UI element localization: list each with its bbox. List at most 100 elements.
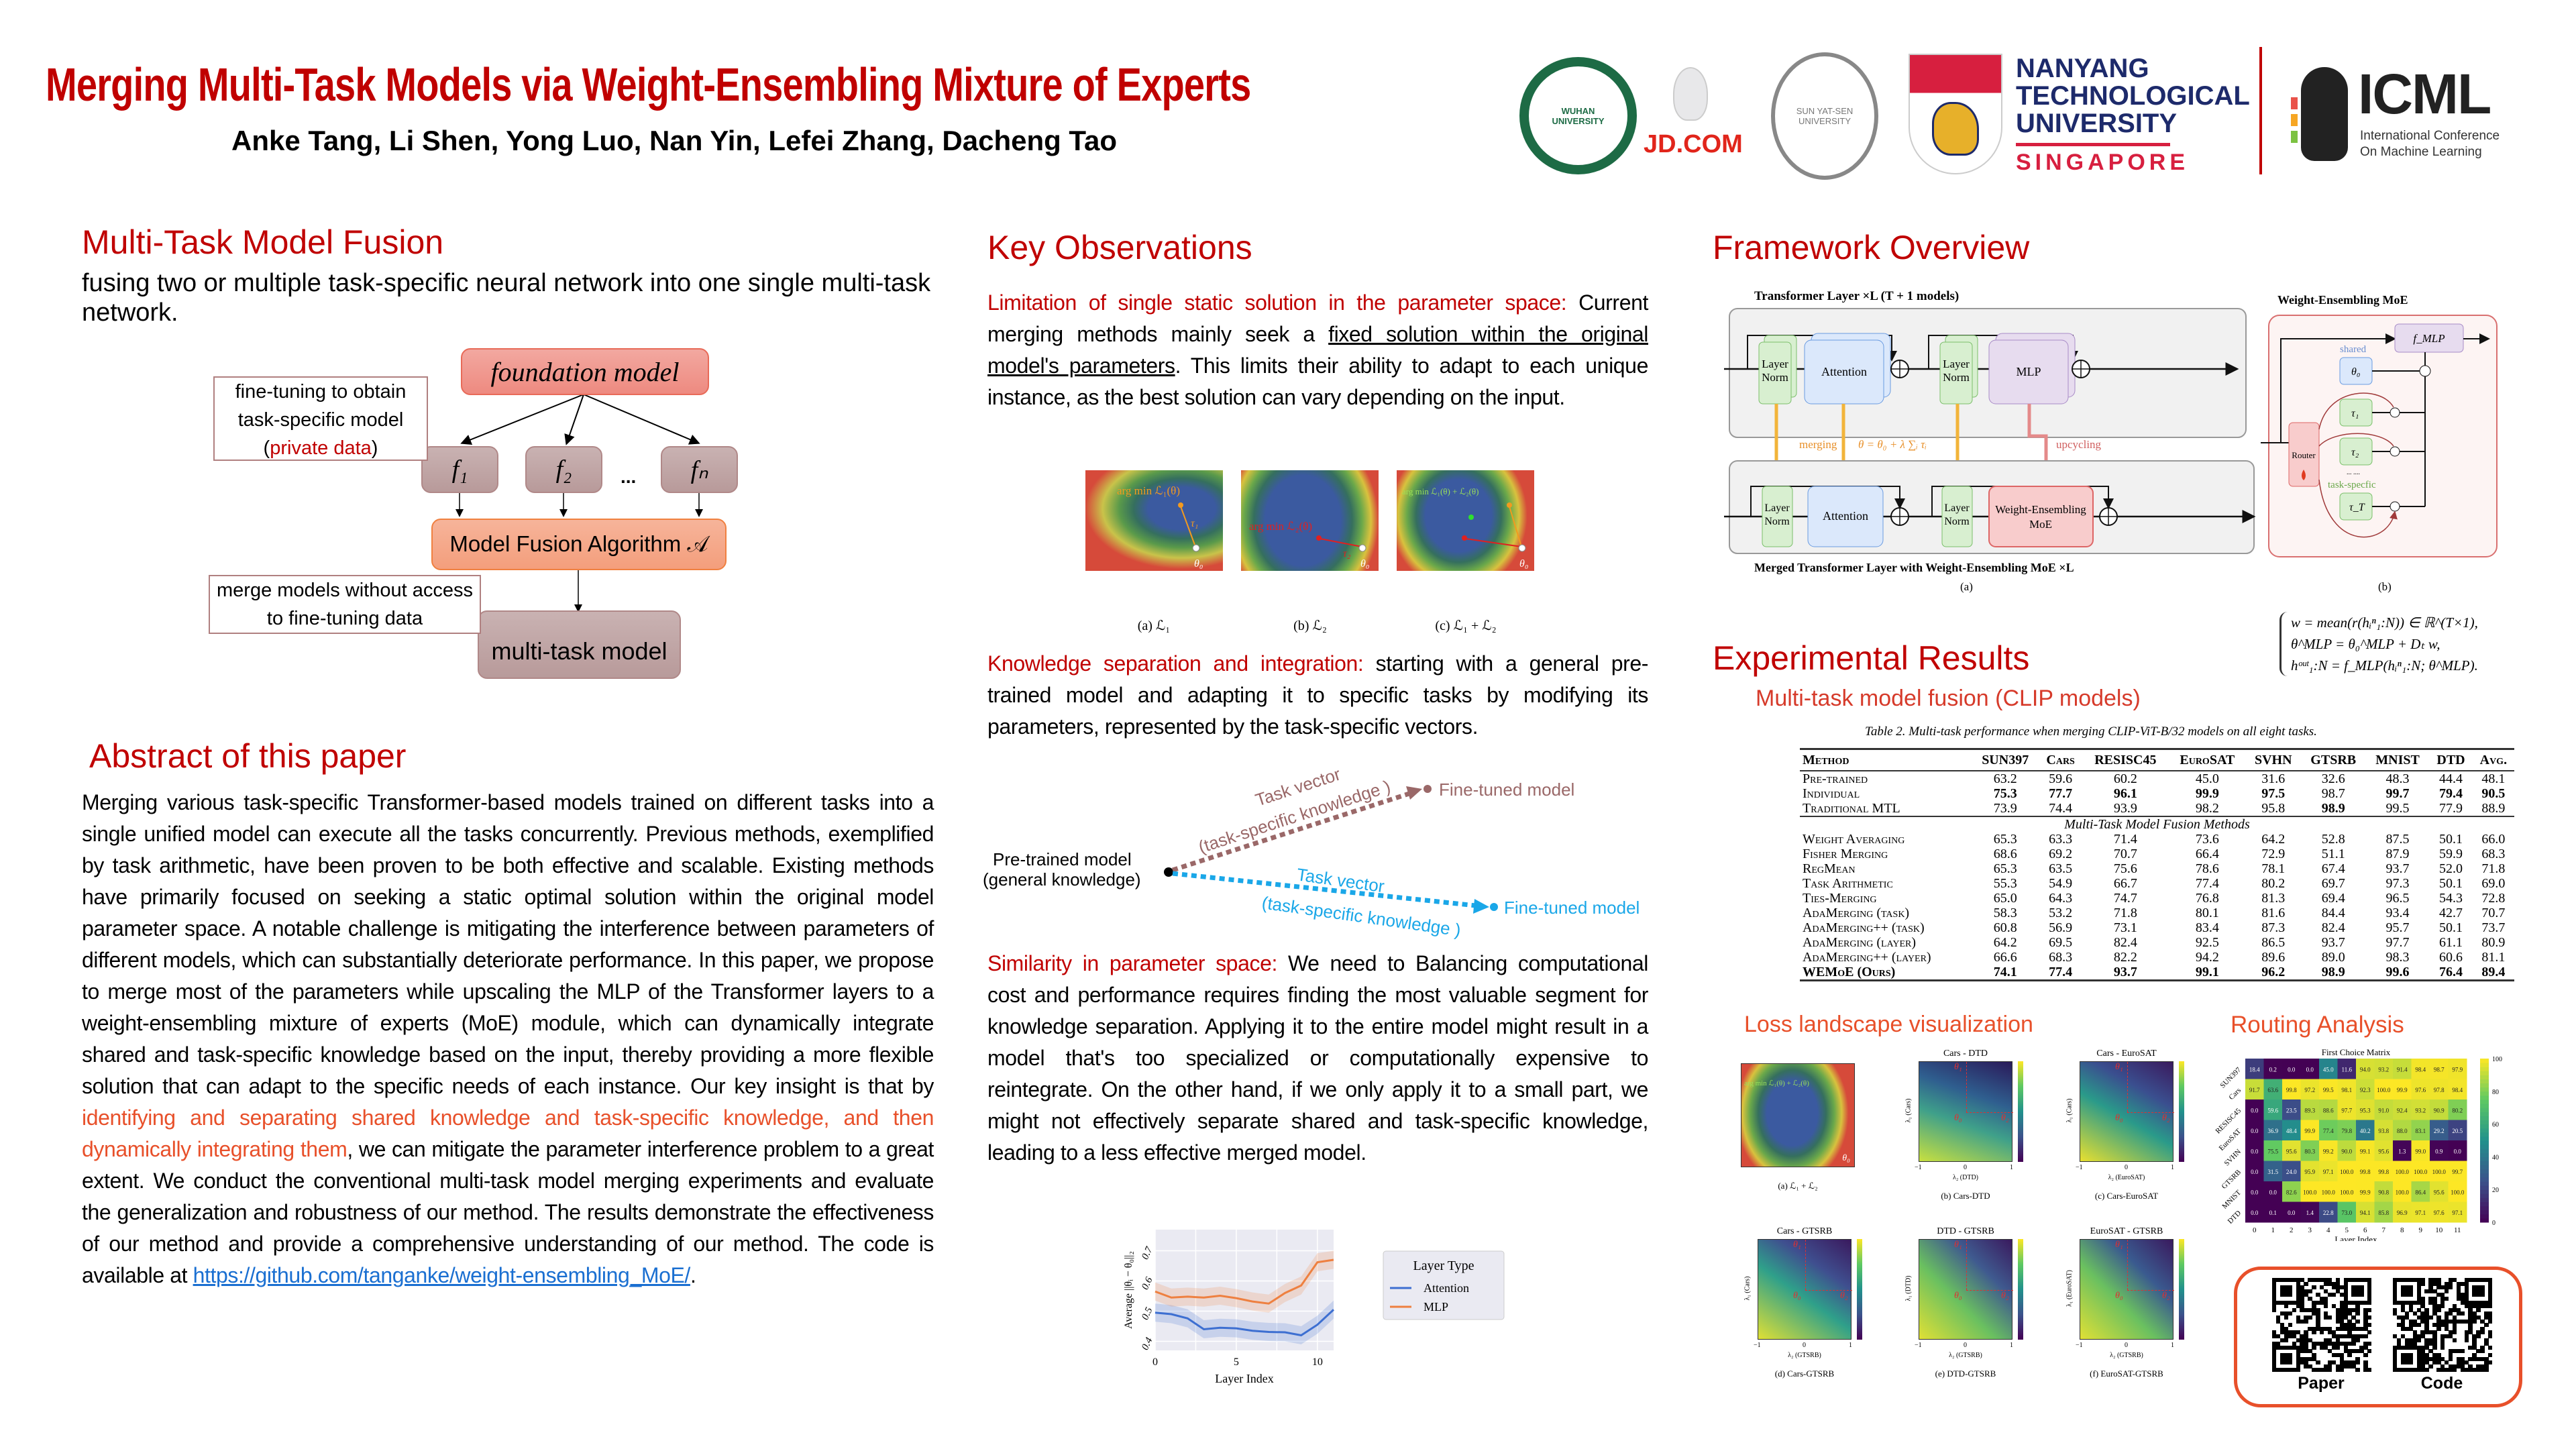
table-cell: 71.8	[2113, 906, 2137, 920]
colorbar-segment	[2480, 1201, 2489, 1207]
paren: (	[263, 437, 270, 459]
table-cell: 97.5	[2261, 786, 2286, 801]
table-cell: 45.0	[2195, 771, 2219, 786]
equation-3: hᵒᵘᵗ₁:N = f_MLP(hᵢⁿ₁:N; θ^MLP).	[2291, 657, 2478, 674]
table-cell: 82.4	[2321, 920, 2345, 935]
table-caption: Table 2. Multi-task performance when mer…	[1865, 724, 2317, 739]
table-cell: 44.4	[2438, 771, 2463, 786]
heatmap-cell	[2374, 1161, 2394, 1182]
cell-value: 95.3	[2360, 1107, 2371, 1114]
theta0-marker	[1518, 544, 1526, 552]
y-axis-label: λ₁ (Cars)	[1904, 1098, 1913, 1123]
colorbar	[2018, 1061, 2023, 1162]
cell-value: 75.5	[2267, 1148, 2278, 1155]
cell-value: 90.0	[2341, 1148, 2352, 1155]
heatmap-cell	[2356, 1059, 2375, 1079]
framework-b-title: Weight-Ensembling MoE	[2277, 293, 2408, 307]
heatmap-cell	[2393, 1181, 2412, 1202]
column-header: SUN397	[1972, 748, 2039, 771]
row-label: SUN397	[2218, 1066, 2243, 1090]
x-tick: −1	[1754, 1342, 1761, 1349]
table-cell: 66.0	[2481, 832, 2506, 847]
panel-title: Cars - GTSRB	[1776, 1226, 1833, 1236]
icml-brain-icon	[2301, 67, 2348, 161]
table-cell: 94.2	[2195, 950, 2219, 965]
x-tick: 1	[1849, 1342, 1852, 1349]
cell-value: 97.7	[2341, 1107, 2352, 1114]
fusion-arrows	[455, 394, 703, 612]
table-cell: 99.7	[2385, 786, 2410, 801]
section-label: Multi-Task Model Fusion Methods	[1800, 816, 2514, 832]
heatmap-cell	[2319, 1140, 2338, 1161]
column-header: GTSRB	[2300, 748, 2366, 771]
column-header: Method	[1800, 748, 1972, 771]
foundation-model-label: foundation model	[490, 356, 680, 387]
icml-logo: ICML International Conference On Machine…	[2288, 66, 2569, 164]
heatmap-cell	[2374, 1140, 2394, 1161]
code-qr-code[interactable]	[2393, 1278, 2493, 1373]
heatmap-cell	[2245, 1079, 2264, 1100]
add-icon	[2419, 365, 2431, 377]
table-cell: 71.8	[2481, 861, 2506, 876]
heatmap-cell	[2263, 1140, 2283, 1161]
results-heading: Experimental Results	[1713, 639, 2030, 677]
table-cell: 78.6	[2195, 861, 2219, 876]
column-label: 8	[2400, 1226, 2404, 1234]
table-cell: 61.1	[2438, 935, 2463, 950]
column-header: EuroSAT	[2168, 748, 2246, 771]
colorbar-segment	[2480, 1197, 2489, 1202]
colorbar-tick: 80	[2492, 1089, 2499, 1096]
sysu-logo-text: SUN YAT-SEN UNIVERSITY	[1796, 106, 1854, 126]
table-cell: 54.9	[2049, 876, 2073, 891]
colorbar	[1857, 1239, 1862, 1340]
abstract-end: .	[690, 1263, 696, 1287]
l1-minimum-marker	[1178, 502, 1183, 508]
y-axis-label: Average ||θᵢ − θ₀||₂	[1123, 1251, 1134, 1329]
observation-title: Limitation of single static solution in …	[987, 290, 1567, 315]
fusion-algorithm-box: Model Fusion Algorithm 𝒜	[431, 519, 727, 570]
table-cell: 90.5	[2481, 786, 2506, 801]
ntu-lion-icon	[1932, 102, 1979, 156]
cell-value: 0.0	[2251, 1169, 2259, 1175]
cell-value: 97.1	[2452, 1210, 2463, 1216]
ntu-logo-text: NANYANG TECHNOLOGICAL UNIVERSITY SINGAPO…	[2016, 55, 2250, 176]
table-cell: 52.8	[2321, 832, 2345, 847]
table-cell: 64.2	[2261, 832, 2286, 847]
table-cell: 88.9	[2481, 801, 2506, 816]
cell-value: 99.9	[2360, 1189, 2371, 1195]
cell-value: 88.6	[2323, 1107, 2334, 1114]
results-subheading: Multi-task model fusion (CLIP models)	[1756, 686, 2141, 711]
row-label: GTSRB	[2220, 1168, 2243, 1191]
table-cell: 87.5	[2385, 832, 2410, 847]
theta2-label: θ₂	[2001, 1291, 2009, 1301]
loss-landscape-panel: Cars - GTSRB θ₁ θ₀ θ₂ −1 0 1 λ₂ (GTSRB) …	[1737, 1224, 1895, 1399]
observation-text: starting with a general pre-trained mode…	[987, 651, 1649, 739]
cell-value: 48.4	[2286, 1128, 2297, 1134]
trainable-flame-icon	[2302, 470, 2306, 480]
sysu-logo: SUN YAT-SEN UNIVERSITY	[1771, 52, 1878, 180]
method-name: Pre-trained	[1803, 771, 1868, 786]
cell-value: 11.6	[2342, 1066, 2353, 1073]
theta0-label: θ₀	[1360, 558, 1369, 570]
layer-norm-label: Norm	[1764, 516, 1790, 527]
table-cell: 77.7	[2049, 786, 2073, 801]
theta0-label: θ₀	[1954, 1291, 1962, 1301]
github-link[interactable]: https://github.com/tanganke/weight-ensem…	[193, 1263, 691, 1287]
panel-title: Cars - EuroSAT	[2096, 1049, 2157, 1059]
heatmap-cell	[2282, 1161, 2301, 1182]
x-axis-label: λ₂ (DTD)	[1952, 1174, 1979, 1181]
y-tick-label: 0.4	[1140, 1336, 1155, 1352]
cell-value: 73.0	[2341, 1210, 2352, 1216]
panel-caption: (c) Cars-EuroSAT	[2094, 1191, 2159, 1201]
paper-qr-code[interactable]	[2272, 1278, 2372, 1373]
heatmap-cell	[2374, 1099, 2394, 1120]
ellipsis: ...	[621, 466, 637, 487]
heatmap-cell	[2282, 1099, 2301, 1120]
theta0-label: θ₀	[1519, 558, 1528, 570]
table-cell: 80.2	[2261, 876, 2286, 891]
colorbar-segment	[2480, 1157, 2489, 1161]
